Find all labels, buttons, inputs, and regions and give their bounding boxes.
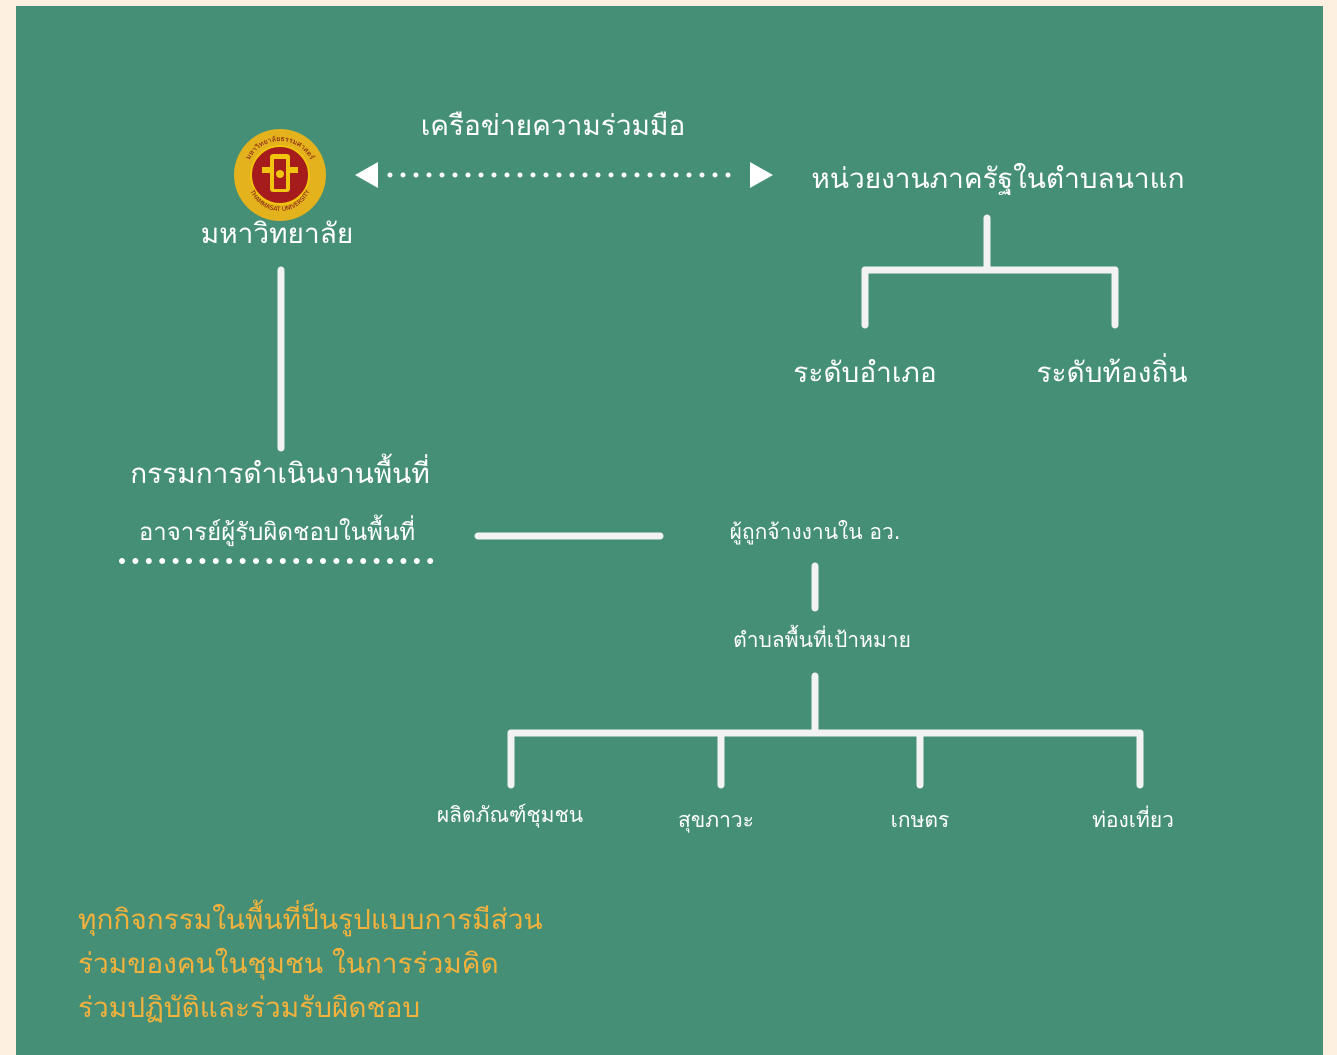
- arrow-right-head: [750, 162, 773, 188]
- university-label: มหาวิทยาลัย: [200, 217, 354, 250]
- arrow-left-head: [355, 162, 378, 188]
- note-line-2: ร่วมของคนในชุมชน ในการร่วมคิด: [78, 947, 499, 980]
- faculty-label: อาจารย์ผู้รับผิดชอบในพื้นที่: [138, 518, 416, 546]
- committee-label: กรรมการดำเนินงานพื้นที่: [130, 457, 430, 490]
- diagram-panel: [16, 6, 1323, 1055]
- activity-wellbeing: สุขภาวะ: [678, 808, 754, 832]
- gov-agency-label: หน่วยงานภาครัฐในตำบลนาแก: [811, 162, 1185, 195]
- note-line-3: ร่วมปฏิบัติและร่วมรับผิดชอบ: [78, 991, 421, 1024]
- network-label: เครือข่ายความร่วมมือ: [420, 109, 686, 142]
- activity-community-products: ผลิตภัณฑ์ชุมชน: [436, 803, 584, 827]
- activity-tourism: ท่องเที่ยว: [1092, 808, 1174, 832]
- target-area-label: ตำบลพื้นที่เป้าหมาย: [733, 628, 911, 652]
- district-level-label: ระดับอำเภอ: [793, 356, 937, 389]
- note-line-1: ทุกกิจกรรมในพื้นที่ป็นรูปแบบการมีส่วน: [78, 903, 543, 936]
- activity-agriculture: เกษตร: [890, 808, 950, 832]
- local-level-label: ระดับท้องถิ่น: [1036, 356, 1188, 389]
- employees-label: ผู้ถูกจ้างงานใน อว.: [729, 520, 901, 544]
- network-arrow: [355, 162, 773, 188]
- university-logo: มหาวิทยาลัยธรรมศาสตร์ THAMMASAT UNIVERSI…: [234, 129, 326, 221]
- participation-note: ทุกกิจกรรมในพื้นที่ป็นรูปแบบการมีส่วน ร่…: [78, 898, 543, 1030]
